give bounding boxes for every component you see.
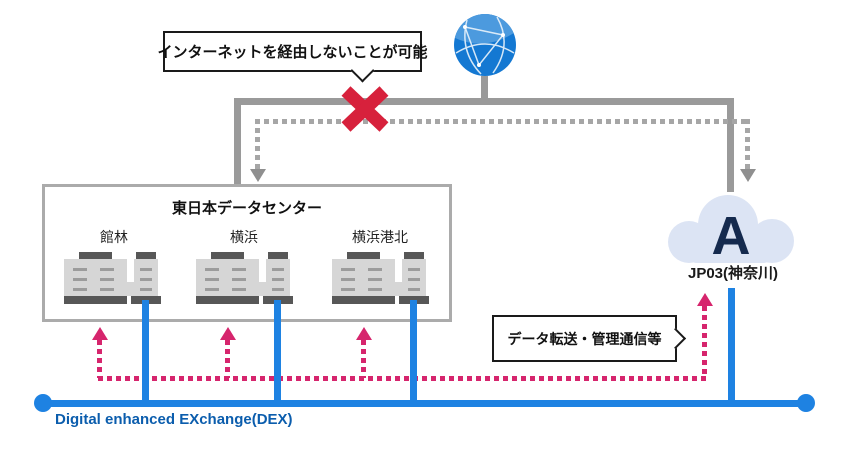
server-label-yokohama: 横浜 (230, 229, 258, 245)
cloud-letter: A (712, 206, 751, 264)
pink-dotted-arrow-up-icon (92, 327, 108, 340)
dex-endpoint-left (34, 394, 52, 412)
callout-no-internet-text: インターネットを経由しないことが可能 (157, 44, 428, 61)
server-dex-line (142, 300, 149, 404)
dotted-route-horizontal (255, 119, 750, 124)
cloud-icon: A (668, 195, 794, 264)
callout-tail (664, 327, 687, 350)
pink-dotted-arrow-up-icon (356, 327, 372, 340)
mgmt-route-vertical (361, 340, 366, 378)
trunk-horizontal-line (234, 98, 734, 105)
mgmt-route-vertical (97, 340, 102, 378)
pink-dotted-arrow-up-icon (220, 327, 236, 340)
red-x-icon (341, 86, 389, 132)
server-icon (64, 252, 161, 304)
globe-icon (454, 14, 516, 76)
server-dex-line (410, 300, 417, 404)
dotted-route-right-vertical (745, 119, 750, 169)
server-label-yokohama-kohoku: 横浜港北 (352, 229, 408, 245)
dex-endpoint-right (797, 394, 815, 412)
trunk-right-vertical-line (727, 98, 734, 192)
callout-no-internet: インターネットを経由しないことが可能 (158, 31, 428, 83)
server-dex-line (274, 300, 281, 404)
datacenter-box: 東日本データセンター 館林 横浜 横浜港北 (42, 184, 452, 322)
mgmt-route-vertical-cloud (702, 306, 707, 378)
cloud-dex-line (728, 288, 735, 404)
callout-transfer: データ転送・管理通信等 (492, 315, 687, 362)
mgmt-route-vertical (225, 340, 230, 378)
callout-transfer-text: データ転送・管理通信等 (507, 330, 662, 347)
server-label-tatebayashi: 館林 (100, 229, 128, 245)
server-icon (196, 252, 293, 304)
cloud-region-label: JP03(神奈川) (687, 265, 779, 282)
trunk-left-vertical-line (234, 98, 241, 184)
callout-tail (350, 58, 375, 83)
server-icon (332, 252, 429, 304)
internet-stem-line (481, 76, 488, 102)
gray-dotted-arrow-down-icon (250, 169, 266, 182)
mgmt-route-horizontal (98, 376, 708, 381)
datacenter-title: 東日本データセンター (171, 200, 322, 217)
dex-line (43, 400, 807, 407)
dotted-route-left-vertical (255, 119, 260, 169)
pink-dotted-arrow-up-icon (697, 293, 713, 306)
dex-label: Digital enhanced EXchange(DEX) (55, 411, 293, 428)
gray-dotted-arrow-down-icon (740, 169, 756, 182)
